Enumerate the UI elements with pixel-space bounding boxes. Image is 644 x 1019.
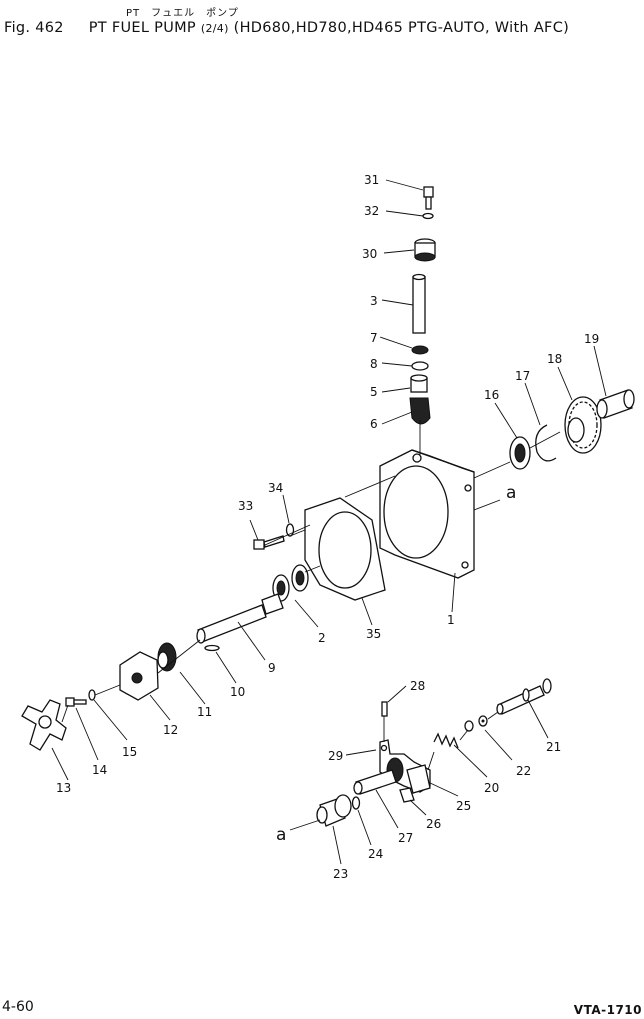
callout-8: 8 bbox=[370, 357, 378, 371]
callout-2: 2 bbox=[318, 631, 326, 645]
callout-1: 1 bbox=[447, 613, 455, 627]
part-19-sleeve bbox=[596, 389, 635, 419]
callout-9: 9 bbox=[268, 661, 276, 675]
callout-19: 19 bbox=[584, 332, 599, 346]
part-9-shaft bbox=[196, 593, 284, 644]
part-1-housing bbox=[379, 449, 475, 579]
reference-code: VTA-1710 bbox=[573, 1003, 642, 1017]
title-fraction: (2/4) bbox=[200, 22, 229, 35]
part-15-washer bbox=[88, 689, 96, 701]
figure-title: Fig. 462 PT FUEL PUMP (2/4) (HD680,HD780… bbox=[4, 20, 569, 36]
part-20-spring bbox=[433, 732, 459, 749]
callout-13: 13 bbox=[56, 781, 71, 795]
part-7-seal bbox=[411, 345, 429, 355]
japanese-title: PT フュエル ポンプ bbox=[126, 8, 239, 19]
part-31-bolt bbox=[423, 186, 434, 210]
part-17-snap-ring bbox=[535, 424, 557, 462]
part-2-bearings bbox=[272, 564, 309, 602]
callout-5: 5 bbox=[370, 385, 378, 399]
callout-28: 28 bbox=[410, 679, 425, 693]
title-main: PT FUEL PUMP bbox=[88, 20, 196, 36]
part-30-plug bbox=[414, 238, 436, 262]
callout-17: 17 bbox=[515, 369, 530, 383]
callout-15: 15 bbox=[122, 745, 137, 759]
part-23-sleeve bbox=[316, 794, 352, 827]
reference-mark-a-lower: a bbox=[276, 825, 286, 845]
callout-35: 35 bbox=[366, 627, 381, 641]
part-32-washer bbox=[422, 212, 434, 220]
callout-labels: 31 32 30 3 7 8 5 6 16 17 18 19 33 34 2 3… bbox=[56, 173, 599, 881]
part-12-coupling bbox=[119, 651, 159, 701]
part-22-washers bbox=[464, 715, 488, 732]
callout-7: 7 bbox=[370, 331, 378, 345]
part-6-gear bbox=[409, 397, 431, 425]
callout-30: 30 bbox=[362, 247, 377, 261]
callout-20: 20 bbox=[484, 781, 499, 795]
callout-3: 3 bbox=[370, 294, 378, 308]
callout-32: 32 bbox=[364, 204, 379, 218]
callout-12: 12 bbox=[163, 723, 178, 737]
callout-24: 24 bbox=[368, 847, 383, 861]
callout-11: 11 bbox=[197, 705, 212, 719]
callout-10: 10 bbox=[230, 685, 245, 699]
callout-16: 16 bbox=[484, 388, 499, 402]
part-5-bushing bbox=[410, 374, 428, 393]
part-10-key bbox=[204, 644, 220, 652]
callout-34: 34 bbox=[268, 481, 283, 495]
part-14-screw bbox=[65, 697, 87, 707]
callout-14: 14 bbox=[92, 763, 107, 777]
part-24-ring bbox=[351, 796, 361, 810]
part-3-pin bbox=[412, 273, 426, 334]
part-11-gear bbox=[157, 642, 177, 672]
part-26-lever bbox=[399, 787, 415, 803]
part-13-spider bbox=[21, 699, 67, 751]
part-21-plunger bbox=[496, 678, 552, 715]
assembly-lines bbox=[61, 420, 561, 831]
reference-mark-a-upper: a bbox=[506, 483, 516, 503]
leader-lines bbox=[51, 179, 607, 865]
callout-23: 23 bbox=[333, 867, 348, 881]
reference-marks: a a bbox=[276, 483, 516, 845]
part-28-pin bbox=[381, 701, 388, 717]
callout-27: 27 bbox=[398, 831, 413, 845]
part-16-bearing bbox=[509, 436, 531, 470]
callout-33: 33 bbox=[238, 499, 253, 513]
part-27-shaft bbox=[353, 769, 397, 795]
part-8-ring bbox=[411, 361, 429, 371]
callout-6: 6 bbox=[370, 417, 378, 431]
part-33-bolt bbox=[253, 535, 285, 550]
callout-21: 21 bbox=[546, 740, 561, 754]
callout-26: 26 bbox=[426, 817, 441, 831]
part-18-gear bbox=[564, 396, 602, 454]
page-number: 4-60 bbox=[2, 999, 34, 1015]
title-models: (HD680,HD780,HD465 PTG-AUTO, With AFC) bbox=[233, 20, 570, 36]
part-35-gasket bbox=[304, 497, 386, 601]
callout-22: 22 bbox=[516, 764, 531, 778]
figure-number: Fig. 462 bbox=[4, 20, 64, 36]
callout-18: 18 bbox=[547, 352, 562, 366]
callout-31: 31 bbox=[364, 173, 379, 187]
callout-25: 25 bbox=[456, 799, 471, 813]
callout-29: 29 bbox=[328, 749, 343, 763]
part-25-body bbox=[406, 764, 431, 794]
